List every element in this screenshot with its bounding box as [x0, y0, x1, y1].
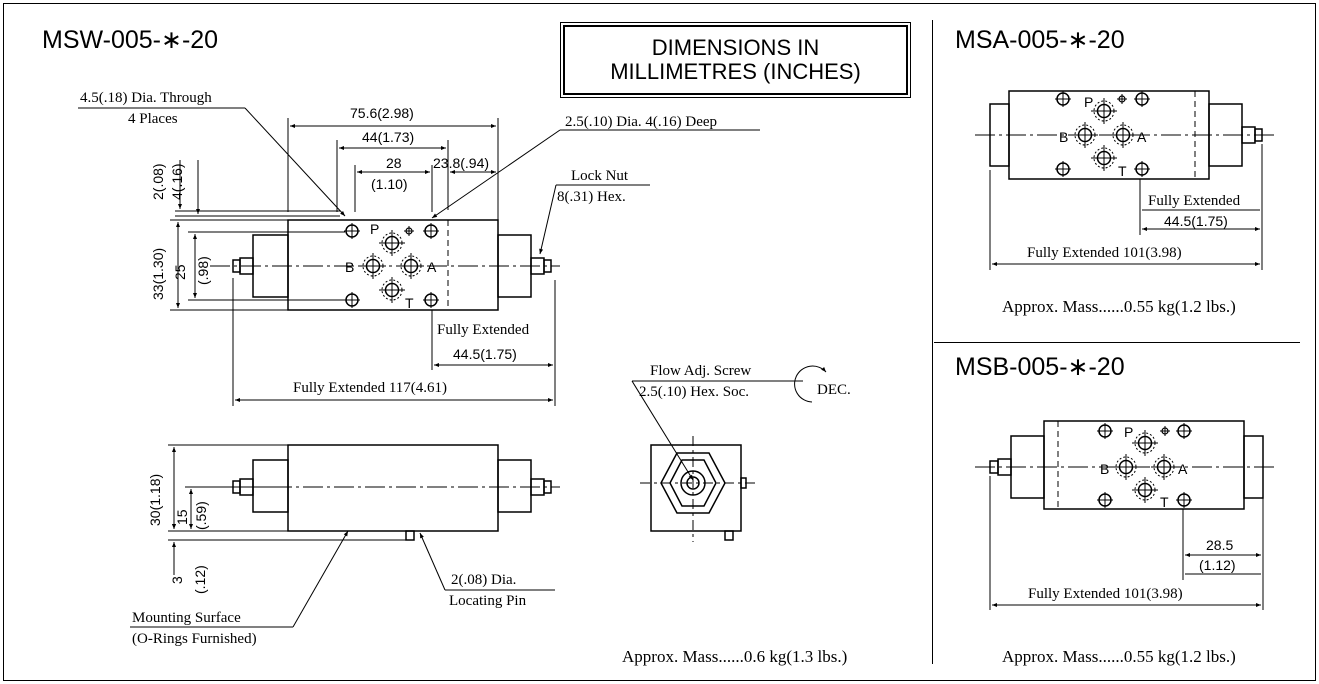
drawing-frame — [3, 3, 1316, 681]
msb-title: MSB-005-∗-20 — [955, 353, 1125, 381]
flow-adj-screw-label: Flow Adj. Screw — [650, 363, 752, 379]
msa-fully-extended-small: Fully Extended — [1148, 193, 1241, 209]
msb-dim-28-5: 28.5 — [1206, 537, 1234, 553]
dec-label: DEC. — [817, 382, 851, 398]
msa-port-b: B — [1059, 129, 1069, 145]
msb-port-a: A — [1178, 461, 1188, 477]
msw-left-stub — [232, 259, 241, 273]
dim-overall-length: 75.6(2.98) — [350, 105, 414, 121]
msb-port-t: T — [1160, 494, 1169, 510]
dim-v-33: 33(1.30) — [150, 247, 166, 300]
msa-title: MSA-005-∗-20 — [955, 26, 1125, 54]
msb-fully-extended-101: Fully Extended 101(3.98) — [1028, 586, 1183, 602]
msb-dim-28-5-inch: (1.12) — [1199, 557, 1236, 573]
locating-pin-label: Locating Pin — [449, 593, 527, 609]
dim-v-12: (.12) — [192, 565, 208, 594]
msa-dim-44-5: 44.5(1.75) — [1164, 213, 1228, 229]
mounting-surface-label: Mounting Surface — [132, 610, 241, 626]
msa-port-t: T — [1118, 163, 1127, 179]
dimensions-line-2: MILLIMETRES (INCHES) — [610, 59, 861, 84]
dim-v-25: 25 — [172, 264, 188, 280]
dim-v-30: 30(1.18) — [147, 473, 163, 526]
hex-socket-label: 2.5(.10) Hex. Soc. — [639, 384, 749, 400]
msw-side-body — [287, 444, 499, 532]
msb-port-b: B — [1100, 461, 1110, 477]
port-b-label: B — [345, 259, 355, 275]
msw-mass: Approx. Mass......0.6 kg(1.3 lbs.) — [622, 647, 848, 666]
dim-v-15: 15 — [174, 509, 190, 525]
msw-title: MSW-005-∗-20 — [42, 26, 219, 54]
msa-port-a: A — [1137, 129, 1147, 145]
hole-callout-line-2: 4 Places — [128, 111, 178, 127]
dim-v-59: (.59) — [193, 501, 209, 530]
dim-v-4: 4(.16) — [169, 163, 185, 200]
horizontal-divider — [934, 342, 1300, 343]
fully-extended-small: Fully Extended — [437, 322, 530, 338]
pin-hole-callout: 2.5(.10) Dia. 4(.16) Deep — [565, 114, 718, 130]
o-rings-label: (O-Rings Furnished) — [132, 631, 257, 647]
msb-mass: Approx. Mass......0.55 kg(1.2 lbs.) — [1002, 647, 1236, 666]
locating-pin-size: 2(.08) Dia. — [451, 572, 517, 588]
dim-v-3: 3 — [169, 576, 185, 584]
hole-callout-line-1: 4.5(.18) Dia. Through — [80, 90, 212, 106]
port-t-label: T — [405, 295, 414, 311]
msb-port-p: P — [1124, 424, 1134, 440]
msa-fully-extended-101: Fully Extended 101(3.98) — [1027, 245, 1182, 261]
port-p-label: P — [370, 221, 380, 237]
dim-v-2: 2(.08) — [150, 163, 166, 200]
dim-v-98: (.98) — [195, 256, 211, 285]
vertical-divider — [932, 20, 933, 664]
dimensions-box: DIMENSIONS IN MILLIMETRES (INCHES) — [560, 22, 911, 98]
dimensions-line-1: DIMENSIONS IN — [651, 34, 820, 60]
port-a-label: A — [427, 259, 437, 275]
msa-mass: Approx. Mass......0.55 kg(1.2 lbs.) — [1002, 297, 1236, 316]
lock-nut-label: Lock Nut — [571, 168, 629, 184]
dim-28: 28 — [386, 155, 402, 171]
msa-port-p: P — [1084, 94, 1094, 110]
dim-44: 44(1.73) — [362, 129, 415, 145]
dim-28-inch: (1.10) — [371, 176, 408, 192]
dim-23-8: 23.8(.94) — [433, 155, 490, 171]
lock-nut-size: 8(.31) Hex. — [557, 189, 626, 205]
dim-44-5: 44.5(1.75) — [453, 346, 517, 362]
fully-extended-117: Fully Extended 117(4.61) — [293, 380, 448, 396]
